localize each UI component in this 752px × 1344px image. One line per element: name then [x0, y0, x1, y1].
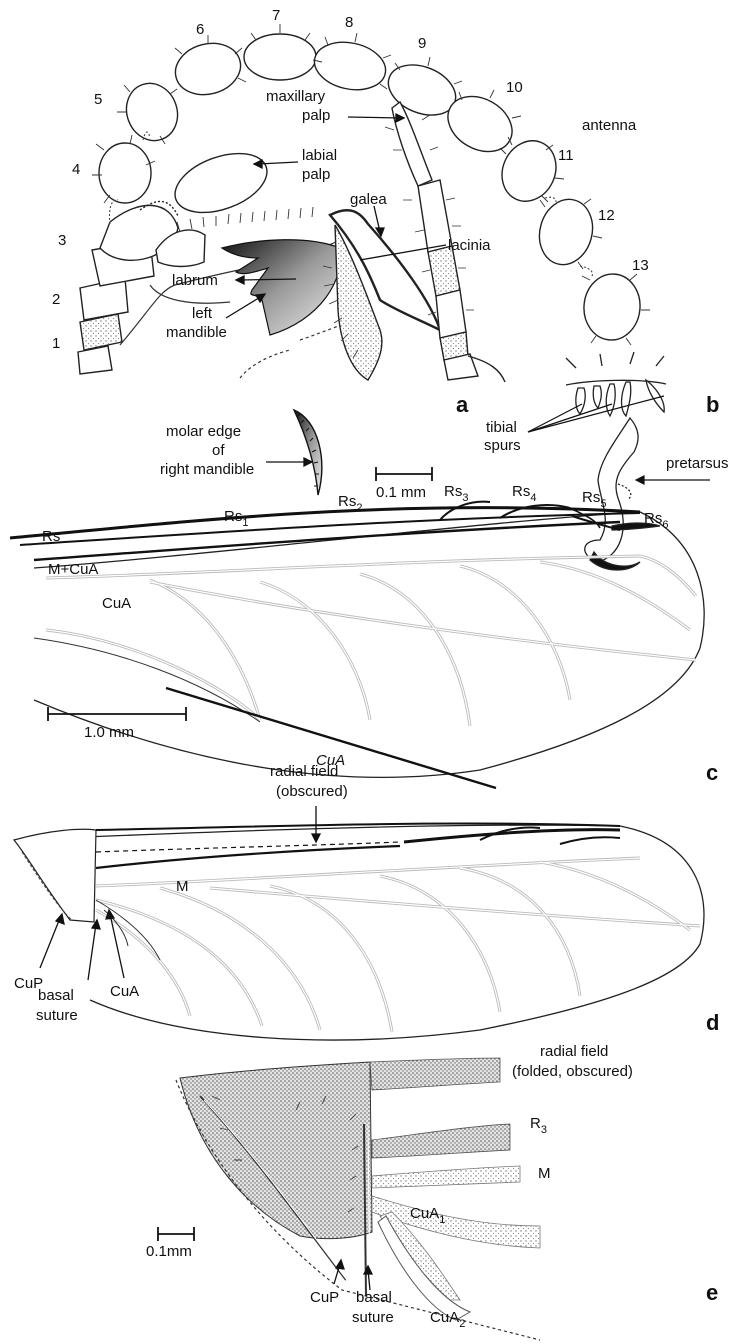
antenna-base-drawing: [78, 205, 178, 374]
scale-bar-e: [158, 1227, 194, 1241]
panel-c: Rs1 Rs2 Rs3 Rs4 Rs5 Rs6 Rs M+CuA CuA CuA…: [10, 483, 718, 788]
label-tibial-spurs-line1: tibial: [486, 419, 517, 436]
label-r3: R3: [530, 1115, 547, 1136]
scale-label-a: 0.1 mm: [376, 484, 426, 501]
label-left-mandible-line1: left: [192, 305, 213, 322]
label-cua-d: CuA: [110, 983, 139, 1000]
label-rs1: Rs1: [224, 508, 248, 529]
label-molar-line3: right mandible: [160, 461, 254, 478]
label-molar-line2: of: [212, 442, 225, 459]
segment-6: 6: [196, 21, 204, 38]
scale-label-c: 1.0 mm: [84, 724, 134, 741]
label-maxillary-palp-line2: palp: [302, 107, 330, 124]
segment-10: 10: [506, 79, 523, 96]
segment-8: 8: [345, 14, 353, 31]
label-rs4: Rs4: [512, 483, 536, 504]
segment-7: 7: [272, 7, 280, 24]
label-m-e: M: [538, 1165, 551, 1182]
label-left-mandible-line2: mandible: [166, 324, 227, 341]
panel-letter-b: b: [706, 392, 719, 417]
scale-label-e: 0.1mm: [146, 1243, 192, 1260]
label-cua: CuA: [102, 595, 131, 612]
panel-letter-e: e: [706, 1280, 718, 1305]
label-maxillary-palp-line1: maxillary: [266, 88, 326, 105]
label-tibial-spurs-line2: spurs: [484, 437, 521, 454]
segment-4: 4: [72, 161, 80, 178]
label-m-cua: M+CuA: [48, 561, 98, 578]
left-mandible-drawing: [222, 240, 341, 335]
label-pretarsus: pretarsus: [666, 455, 729, 472]
label-lacinia: lacinia: [448, 237, 491, 254]
label-molar-line1: molar edge: [166, 423, 241, 440]
label-rs3: Rs3: [444, 483, 468, 504]
scale-bar-a: [376, 467, 432, 481]
panel-letter-d: d: [706, 1010, 719, 1035]
segment-11: 11: [558, 147, 574, 164]
wing-d-drawing: [14, 823, 704, 1040]
segment-3: 3: [58, 232, 66, 249]
tibia-drawing: [566, 352, 666, 570]
panel-a: 1 2 3 4 5 6 7 8 9 10 11 12 13 antenna ma…: [52, 7, 650, 501]
label-m-d: M: [176, 878, 189, 895]
segment-12: 12: [598, 207, 615, 224]
scale-bar-c: [48, 707, 186, 721]
label-basal-suture-d-line2: suture: [36, 1007, 78, 1024]
label-radial-field-d-line1: radial field: [270, 763, 338, 780]
label-labial-palp-line1: labial: [302, 147, 337, 164]
segment-9: 9: [418, 35, 426, 52]
label-labial-palp-line2: palp: [302, 166, 330, 183]
molar-edge-drawing: [294, 410, 322, 495]
panel-letter-c: c: [706, 760, 718, 785]
label-radial-field-d-line2: (obscured): [276, 783, 348, 800]
segment-2: 2: [52, 291, 60, 308]
label-radial-field-e-line2: (folded, obscured): [512, 1063, 633, 1080]
segment-13: 13: [632, 257, 649, 274]
panel-b: tibial spurs pretarsus b: [484, 352, 729, 570]
segment-1: 1: [52, 335, 60, 352]
label-radial-field-e-line1: radial field: [540, 1043, 608, 1060]
label-rs: Rs: [42, 528, 60, 545]
label-galea: galea: [350, 191, 387, 208]
panel-letter-a: a: [456, 392, 469, 417]
segment-5: 5: [94, 91, 102, 108]
label-basal-suture-e-line2: suture: [352, 1309, 394, 1326]
antenna-segments: [92, 24, 650, 345]
panel-d: radial field (obscured) M CuP basal sutu…: [14, 763, 719, 1040]
label-basal-suture-e-line1: basal: [356, 1289, 392, 1306]
panel-e: radial field (folded, obscured) R3 M CuA…: [146, 1043, 718, 1340]
label-labrum: labrum: [172, 272, 218, 289]
label-antenna: antenna: [582, 117, 637, 134]
label-cup-e: CuP: [310, 1289, 339, 1306]
label-basal-suture-d-line1: basal: [38, 987, 74, 1004]
